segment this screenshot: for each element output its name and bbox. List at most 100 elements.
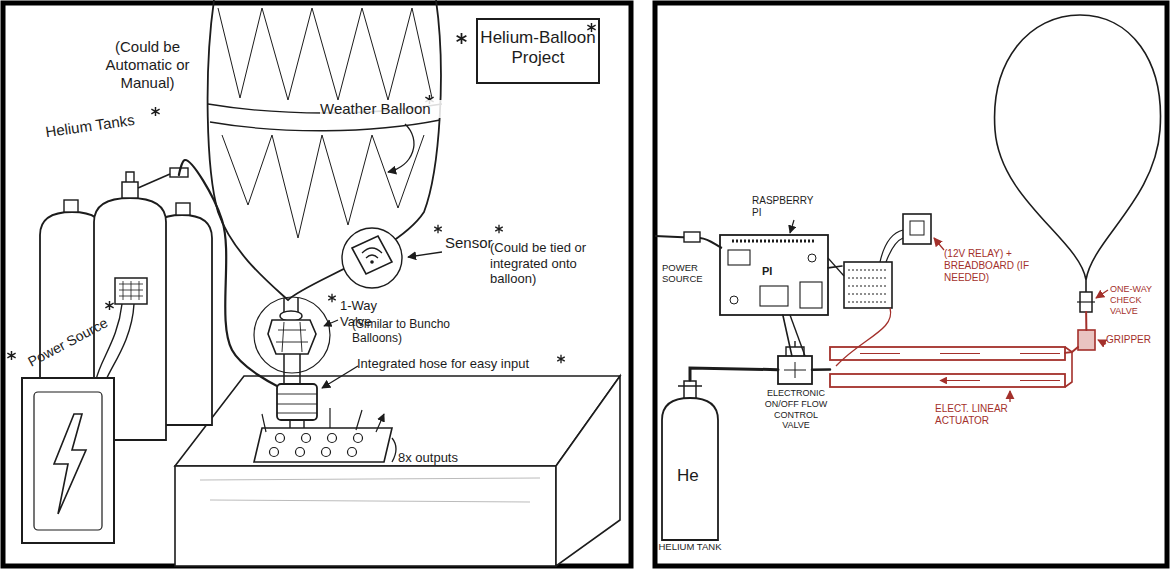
leader-arrow bbox=[324, 320, 338, 326]
hose-fitting bbox=[170, 168, 188, 177]
valve-detail bbox=[276, 322, 308, 352]
balloon-outline bbox=[208, 0, 441, 300]
leader-arrow bbox=[1096, 290, 1108, 298]
manifold-pipe bbox=[138, 174, 170, 188]
tank-valve-knob bbox=[126, 172, 134, 182]
note-text: (Similar to Buncho Balloons) bbox=[352, 317, 457, 346]
leader-arrow bbox=[790, 220, 794, 233]
output-port bbox=[296, 448, 305, 457]
balloon-net bbox=[218, 8, 432, 100]
flow-control-valve: ELECTRONIC ON/OFF FLOW CONTROL VALVE bbox=[778, 356, 812, 384]
part-label: Integrated hose for easy input bbox=[357, 356, 562, 372]
power-panel bbox=[34, 392, 102, 530]
wire bbox=[828, 258, 844, 276]
bracket bbox=[392, 438, 396, 462]
tank-valve bbox=[678, 381, 702, 398]
chip bbox=[728, 250, 750, 265]
sensor-callout bbox=[342, 228, 402, 288]
valve-body bbox=[268, 320, 316, 354]
table-front bbox=[175, 466, 556, 566]
table-shading bbox=[200, 478, 540, 502]
part-label: ELECTRONIC ON/OFF FLOW CONTROL VALVE bbox=[764, 388, 828, 431]
leader-arrow bbox=[1009, 391, 1010, 402]
raspberry-pi: PIRASPBERRY PI bbox=[720, 235, 828, 315]
chip bbox=[760, 286, 788, 306]
tank-valve bbox=[64, 200, 78, 212]
flow-valve-detail bbox=[784, 362, 806, 378]
sensor: Sensor(Could be tied or integrated onto … bbox=[340, 228, 404, 288]
wifi-dot bbox=[370, 260, 374, 264]
signal-wire bbox=[828, 266, 842, 268]
output-port bbox=[322, 448, 331, 457]
hose-joint bbox=[290, 420, 304, 428]
star-mark bbox=[328, 294, 336, 302]
panel-frame bbox=[3, 3, 631, 566]
helium-tanks: Helium Tanks bbox=[40, 175, 212, 435]
relay bbox=[903, 214, 931, 244]
gripper bbox=[1078, 330, 1095, 350]
star-mark bbox=[434, 225, 442, 233]
note-text: (Could be tied or integrated onto balloo… bbox=[490, 240, 608, 287]
weather-balloon: Weather Balloon bbox=[205, 0, 445, 300]
balloon-neck bbox=[1085, 280, 1087, 292]
wire bbox=[836, 308, 891, 366]
wifi-symbol bbox=[362, 248, 382, 258]
power-plug bbox=[684, 232, 700, 242]
output-port bbox=[276, 434, 285, 443]
output-port bbox=[270, 448, 279, 457]
output-port bbox=[348, 448, 357, 457]
panel-frame bbox=[655, 3, 1167, 566]
board-text: PI bbox=[762, 265, 792, 278]
flow-arrow bbox=[262, 408, 384, 432]
part-label: GRIPPER bbox=[1106, 334, 1166, 346]
note-text: (Could be Automatic or Manual) bbox=[95, 38, 200, 92]
gripper: GRIPPER bbox=[1078, 330, 1095, 350]
one-way-valve: 1-Way Valve(Similar to Buncho Balloons) bbox=[262, 295, 324, 373]
part-label: 8x outputs bbox=[398, 450, 478, 466]
part-label: Power Source bbox=[18, 311, 118, 375]
tank-valve bbox=[122, 182, 138, 198]
output-port bbox=[302, 434, 311, 443]
leader-arrow bbox=[934, 238, 944, 250]
star-mark bbox=[557, 355, 565, 363]
flow-valve-solenoid bbox=[786, 341, 804, 356]
breadboard-holes bbox=[848, 270, 888, 302]
part-label: HELIUM TANK bbox=[658, 542, 722, 552]
gas-tube bbox=[1065, 347, 1078, 353]
connectors bbox=[179, 160, 1086, 386]
breadboard bbox=[844, 262, 892, 308]
output-port bbox=[328, 434, 337, 443]
output-manifold: 8x outputs bbox=[256, 428, 392, 462]
part-label: Weather Balloon bbox=[320, 100, 445, 118]
integrated-hose: Integrated hose for easy input bbox=[277, 384, 317, 420]
pi-board bbox=[720, 235, 828, 315]
table-top bbox=[175, 376, 620, 466]
tank-valve bbox=[176, 203, 190, 215]
mount-hole bbox=[730, 296, 738, 304]
balloon-outline bbox=[995, 15, 1161, 280]
title-box: Helium-Balloon Project bbox=[476, 18, 600, 84]
output-manifold bbox=[254, 428, 392, 462]
leader-arrow bbox=[408, 252, 442, 257]
gpio-header bbox=[732, 240, 816, 243]
part-label: Helium Tanks bbox=[44, 107, 165, 142]
keypad bbox=[115, 278, 147, 304]
table-side bbox=[556, 376, 620, 566]
gas-tube bbox=[1085, 312, 1087, 330]
part-label: RASPBERRY PI bbox=[752, 195, 822, 219]
valve-stem bbox=[284, 354, 300, 384]
relay-coil bbox=[910, 221, 924, 235]
flow-arrow bbox=[860, 354, 1060, 381]
leader-arrow bbox=[388, 124, 414, 172]
tank-text: He bbox=[677, 466, 707, 486]
gas-hose bbox=[179, 160, 277, 386]
power-box bbox=[22, 378, 114, 543]
wire bbox=[880, 230, 903, 262]
hose-coupler bbox=[277, 384, 317, 420]
check-valve: ONE-WAY CHECK VALVE bbox=[1080, 292, 1092, 312]
gas-hose bbox=[812, 368, 830, 371]
leader-arrow bbox=[322, 366, 358, 388]
title-text: Helium-Balloon Project bbox=[478, 28, 598, 69]
output-port bbox=[354, 434, 363, 443]
